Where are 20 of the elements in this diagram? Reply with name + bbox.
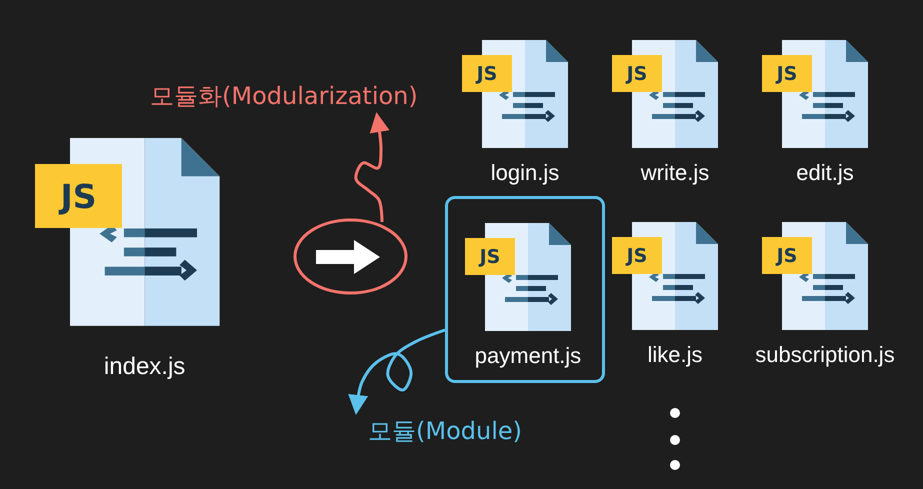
js-badge: JS (462, 55, 512, 92)
ellipse (293, 218, 408, 295)
js-badge: JS (612, 55, 662, 92)
js-badge: JS (762, 237, 812, 274)
file-name: write.js (640, 160, 710, 186)
annotation-text: 모듈화(Modularization) (150, 82, 418, 110)
file-name: login.js (490, 160, 560, 186)
js-badge: JS (612, 237, 662, 274)
file-name: index.js (104, 352, 186, 381)
js-badge: JS (465, 238, 515, 275)
file-name: payment.js (474, 343, 582, 369)
curly-arrow (354, 112, 390, 222)
annotation-text: 모듈(Module) (368, 417, 522, 445)
file-name: edit.js (796, 160, 854, 186)
file-name: like.js (648, 342, 702, 368)
js-badge: JS (35, 164, 122, 228)
curly-arrow (348, 328, 446, 415)
js-badge: JS (762, 55, 812, 92)
module-frame (445, 196, 605, 383)
file-name: subscription.js (755, 342, 895, 368)
